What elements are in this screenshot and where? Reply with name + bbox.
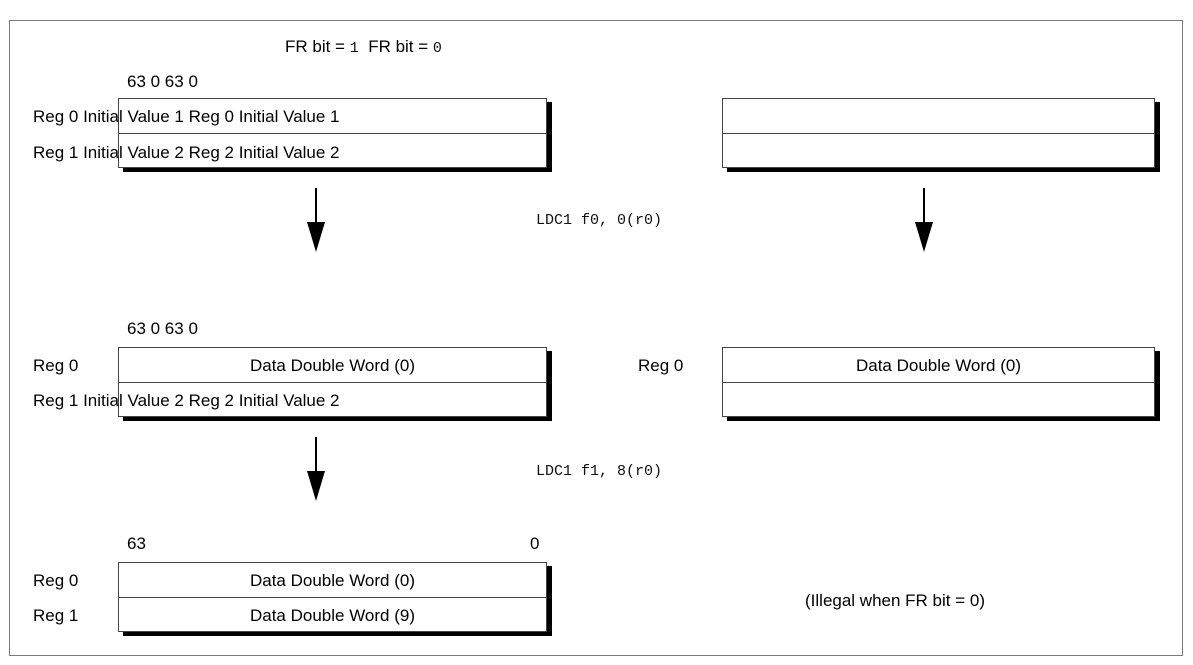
stage3-reg1-value: Data Double Word (9) — [249, 606, 416, 625]
stage1-row0-text: Reg 0 Initial Value 1 Reg 0 Initial Valu… — [33, 107, 340, 126]
bit-positions-stage1: 63 0 63 0 — [127, 72, 198, 91]
fr-bit-1-label: FR bit = — [285, 37, 350, 56]
diagram-frame — [9, 20, 1183, 656]
register-box-stage2-right — [722, 347, 1155, 417]
stage1-row1-text: Reg 1 Initial Value 2 Reg 2 Initial Valu… — [33, 143, 340, 162]
fr-bit-0-label: FR bit = — [368, 37, 433, 56]
register-box-stage3-left — [118, 562, 547, 632]
register-box-stage1-left — [118, 98, 547, 168]
register-row — [119, 563, 546, 598]
register-row — [723, 348, 1154, 383]
stage2-left-row1-text: Reg 1 Initial Value 2 Reg 2 Initial Valu… — [33, 391, 340, 410]
stage3-reg1-label: Reg 1 — [33, 606, 79, 625]
register-row — [119, 348, 546, 383]
instruction-ldc1-f1: LDC1 f1, 8(r0) — [536, 463, 663, 480]
register-row — [119, 99, 546, 134]
illegal-note: (Illegal when FR bit = 0) — [805, 591, 985, 610]
stage2-right-reg0-label: Reg 0 — [638, 356, 684, 375]
register-box-stage1-right — [722, 98, 1155, 168]
bit-position-low: 0 — [530, 534, 540, 553]
stage2-left-reg0-value: Data Double Word (0) — [249, 356, 416, 375]
fr-bit-header: FR bit = 1 FR bit = 0 — [285, 37, 442, 58]
bit-position-high: 63 — [127, 534, 146, 553]
fr-bit-1-value: 1 — [349, 40, 359, 57]
register-row — [723, 383, 1154, 418]
register-row — [723, 99, 1154, 134]
stage2-right-reg0-value: Data Double Word (0) — [855, 356, 1022, 375]
figure-caption-clipped — [0, 0, 1193, 14]
stage2-left-reg0-label: Reg 0 — [33, 356, 79, 375]
instruction-ldc1-f0: LDC1 f0, 0(r0) — [536, 212, 663, 229]
stage3-reg0-value: Data Double Word (0) — [249, 571, 416, 590]
bit-positions-stage2: 63 0 63 0 — [127, 319, 198, 338]
register-row — [723, 134, 1154, 169]
fr-bit-0-value: 0 — [432, 40, 442, 57]
register-box-stage2-left — [118, 347, 547, 417]
stage3-reg0-label: Reg 0 — [33, 571, 79, 590]
